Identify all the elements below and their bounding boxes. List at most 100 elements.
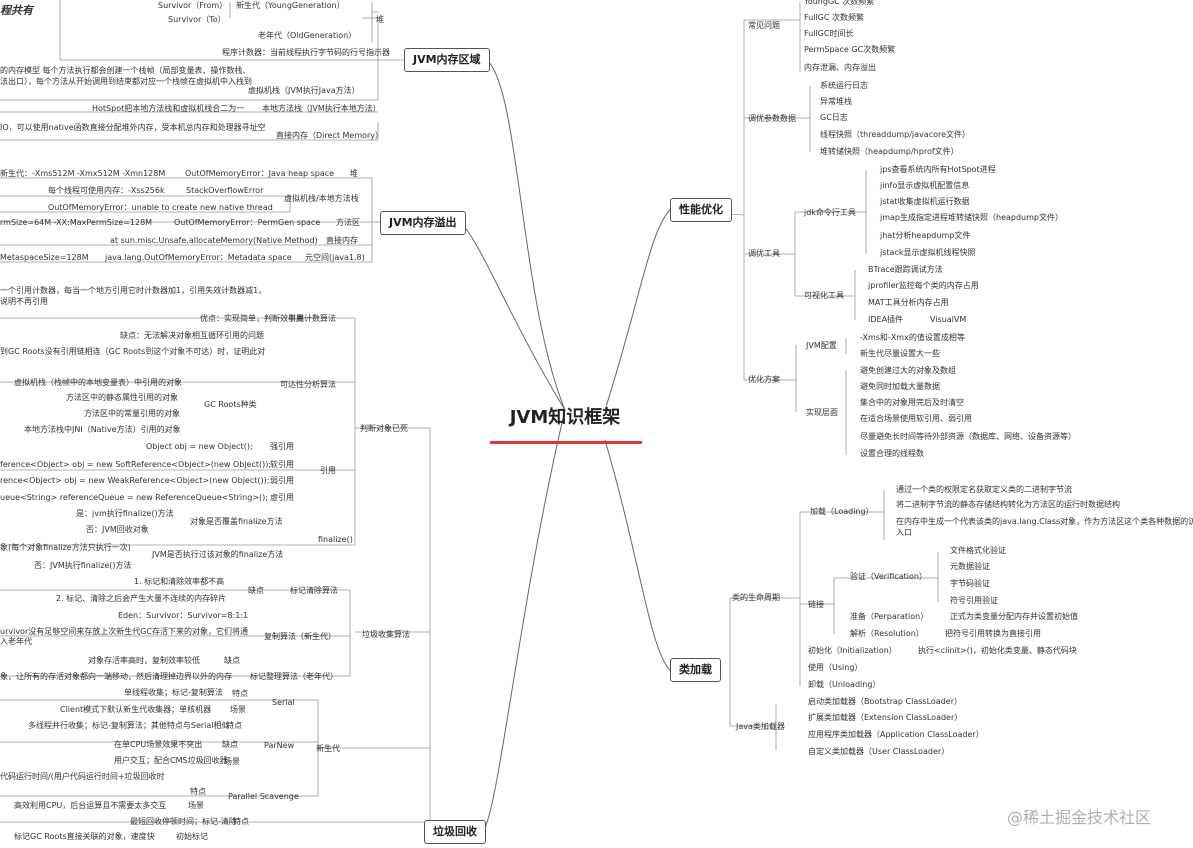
classload-node[interactable]: 初始化（Initialization） bbox=[808, 646, 897, 655]
gc-node[interactable]: 高效利用CPU，后台运算且不需要太多交互 bbox=[14, 801, 167, 810]
performance-node[interactable]: PermSpace GC次数频繁 bbox=[804, 45, 896, 54]
gc-node[interactable]: Parallel Scavenge bbox=[228, 792, 299, 801]
topic-performance[interactable]: 性能优化 bbox=[670, 198, 732, 222]
performance-node[interactable]: YoungGC 次数频繁 bbox=[804, 0, 875, 6]
classload-node[interactable]: Java类加载器 bbox=[736, 722, 785, 731]
gc-node[interactable]: 对象是否覆盖finalize方法 bbox=[190, 517, 283, 526]
gc-node[interactable]: 优点：实现简单，判断效率高 bbox=[200, 314, 304, 323]
gc-node[interactable]: 象，让所有的存活对象都向一端移动，然后清理掉边界以外的内存 bbox=[0, 672, 232, 681]
topic-classload[interactable]: 类加载 bbox=[670, 658, 721, 682]
memory-overflow-node[interactable]: java.lang.OutOfMemoryError：Metadata spac… bbox=[105, 253, 292, 262]
gc-node[interactable]: 可达性分析算法 bbox=[280, 380, 336, 389]
gc-node[interactable]: 虚拟机栈（栈帧中的本地变量表）中引用的对象 bbox=[14, 378, 182, 387]
classload-node[interactable]: 链接 bbox=[808, 600, 824, 609]
gc-node[interactable]: 入老年代 bbox=[0, 637, 32, 646]
classload-node[interactable]: 准备（Perparation） bbox=[850, 612, 929, 621]
gc-node[interactable]: 方法区中的静态属性引用的对象 bbox=[66, 393, 178, 402]
classload-node[interactable]: 应用程序类加载器（Application ClassLoader） bbox=[808, 730, 984, 739]
gc-node[interactable]: 软引用 bbox=[270, 460, 294, 469]
memory-overflow-node[interactable]: 直接内存 bbox=[326, 236, 358, 245]
classload-node[interactable]: 执行<clinit>()，初始化类变量、静态代码块 bbox=[918, 646, 1077, 655]
classload-node[interactable]: 把符号引用转换为直接引用 bbox=[945, 629, 1041, 638]
gc-node[interactable]: 对象存活率高时，复制效率较低 bbox=[88, 656, 200, 665]
performance-node[interactable]: GC日志 bbox=[820, 113, 848, 122]
gc-node[interactable]: GC Roots种类 bbox=[204, 400, 257, 409]
performance-node[interactable]: 系统运行日志 bbox=[820, 81, 868, 90]
classload-node[interactable]: 正式为类变量分配内存并设置初始值 bbox=[950, 612, 1078, 621]
performance-node[interactable]: -Xms和-Xmx的值设置成相等 bbox=[860, 333, 965, 342]
performance-node[interactable]: BTrace跟踪调试方法 bbox=[868, 265, 943, 274]
performance-node[interactable]: 避免创建过大的对象及数组 bbox=[860, 366, 956, 375]
gc-node[interactable]: Serial bbox=[272, 698, 295, 707]
classload-node[interactable]: 将二进制字节流的静态存储结构转化为方法区的运行时数据结构 bbox=[896, 500, 1120, 509]
topic-memory-area[interactable]: JVM内存区域 bbox=[404, 48, 490, 72]
gc-node[interactable]: 特点 bbox=[226, 721, 242, 730]
gc-node[interactable]: urvivor没有足够空间来存放上次新生代GC存活下来的对象，它们将通 bbox=[0, 627, 249, 636]
gc-node[interactable]: 缺点 bbox=[224, 656, 240, 665]
performance-node[interactable]: jinfo显示虚拟机配置信息 bbox=[880, 181, 970, 190]
gc-node[interactable]: 虚引用 bbox=[270, 493, 294, 502]
classload-node[interactable]: 加载（Loading） bbox=[810, 507, 874, 516]
gc-node[interactable]: Object obj = new Object(); bbox=[146, 442, 253, 451]
gc-node[interactable]: 引用 bbox=[320, 466, 336, 475]
classload-node[interactable]: 启动类加载器（Bootstrap ClassLoader） bbox=[808, 697, 962, 706]
memory-area-node[interactable]: HotSpot把本地方法栈和虚拟机栈合二为一 bbox=[92, 104, 245, 113]
gc-node[interactable]: JVM是否执行过该对象的finalize方法 bbox=[152, 550, 284, 559]
gc-node[interactable]: rence<Object> obj = new WeakReference<Ob… bbox=[0, 476, 270, 485]
memory-overflow-node[interactable]: 元空间(java1.8) bbox=[305, 253, 365, 262]
classload-node[interactable]: 自定义类加载器（User ClassLoader） bbox=[808, 747, 950, 756]
performance-node[interactable]: jhat分析heapdump文件 bbox=[880, 231, 971, 240]
classload-node[interactable]: 类的生命周期 bbox=[732, 593, 780, 602]
memory-area-node[interactable]: 直接内存（Direct Memory） bbox=[276, 131, 384, 140]
memory-area-node[interactable]: 本地方法栈（JVM执行本地方法） bbox=[262, 104, 381, 113]
classload-node[interactable]: 卸载（Unloading） bbox=[808, 680, 881, 689]
classload-node[interactable]: 验证（Verification） bbox=[850, 572, 927, 581]
performance-node[interactable]: jprofiler监控每个类的内存占用 bbox=[868, 281, 979, 290]
performance-node[interactable]: 常见问题 bbox=[748, 21, 780, 30]
performance-node[interactable]: 异常堆栈 bbox=[820, 97, 852, 106]
memory-area-node[interactable]: IO，可以使用native函数直接分配堆外内存，受本机总内存和处理器寻址空 bbox=[0, 123, 266, 132]
gc-node[interactable]: ference<Object> obj = new SoftReference<… bbox=[0, 460, 272, 469]
classload-node[interactable]: 通过一个类的权限定名获取定义类的二进制字节流 bbox=[896, 485, 1072, 494]
topic-gc[interactable]: 垃圾回收 bbox=[424, 820, 486, 844]
performance-node[interactable]: VisualVM bbox=[930, 315, 967, 324]
gc-node[interactable]: 新生代 bbox=[316, 744, 340, 753]
performance-node[interactable]: 堆转储快照（heapdump/hprof文件） bbox=[820, 147, 959, 156]
gc-node[interactable]: 引用计数算法 bbox=[288, 314, 336, 323]
memory-overflow-node[interactable]: OutOfMemoryError：PermGen space bbox=[174, 218, 321, 227]
gc-node[interactable]: finalize() bbox=[318, 535, 353, 544]
gc-node[interactable]: 垃圾收集算法 bbox=[362, 630, 410, 639]
performance-node[interactable]: 调优工具 bbox=[748, 249, 780, 258]
gc-node[interactable]: 弱引用 bbox=[270, 476, 294, 485]
gc-node[interactable]: Eden：Survivor：Survivor=8:1:1 bbox=[118, 611, 249, 620]
gc-node[interactable]: 场景 bbox=[188, 801, 204, 810]
gc-node[interactable]: 场景 bbox=[230, 705, 246, 714]
classload-node[interactable]: 字节码验证 bbox=[950, 579, 990, 588]
gc-node[interactable]: 初始标记 bbox=[176, 832, 208, 841]
performance-node[interactable]: 线程快照（threaddump/javacore文件） bbox=[820, 130, 971, 139]
performance-node[interactable]: jps查看系统内所有HotSpot进程 bbox=[880, 165, 996, 174]
performance-node[interactable]: jdk命令行工具 bbox=[804, 208, 856, 217]
gc-node[interactable]: 否：JVM回收对象 bbox=[86, 525, 149, 534]
gc-node[interactable]: 标记清除算法 bbox=[290, 586, 338, 595]
memory-overflow-node[interactable]: rmSize=64M -XX:MaxPermSize=128M bbox=[0, 218, 153, 227]
performance-node[interactable]: jstat收集虚拟机运行数据 bbox=[880, 197, 970, 206]
classload-node[interactable]: 在内存中生成一个代表该类的java.lang.Class对象，作为方法区这个类各… bbox=[896, 517, 1193, 526]
memory-overflow-node[interactable]: OutOfMemoryError：unable to create new na… bbox=[48, 203, 273, 212]
classload-node[interactable]: 解析（Resolution） bbox=[850, 629, 924, 638]
gc-node[interactable]: ueue<String> referenceQueue = new Refere… bbox=[0, 493, 268, 502]
gc-node[interactable]: 缺点 bbox=[222, 740, 238, 749]
memory-overflow-node[interactable]: 新生代：-Xms512M -Xmx512M -Xmn128M bbox=[0, 169, 166, 178]
gc-node[interactable]: Client模式下默认新生代收集器；单核机器 bbox=[60, 705, 212, 714]
gc-node[interactable]: 1. 标记和清除效率都不高 bbox=[134, 577, 225, 586]
gc-node[interactable]: 最短回收停顿时间；标记-清除 bbox=[130, 817, 237, 826]
performance-node[interactable]: jstack显示虚拟机线程快照 bbox=[880, 248, 976, 257]
performance-node[interactable]: 实现层面 bbox=[806, 408, 838, 417]
classload-node[interactable]: 符号引用验证 bbox=[950, 596, 998, 605]
gc-node[interactable]: 特点 bbox=[233, 817, 249, 826]
gc-node[interactable]: 方法区中的常量引用的对象 bbox=[84, 409, 180, 418]
gc-node[interactable]: 在单CPU场景效果不突出 bbox=[114, 740, 203, 749]
memory-area-node[interactable]: 程序计数器：当前线程执行字节码的行号指示器 bbox=[222, 48, 390, 57]
classload-node[interactable]: 入口 bbox=[896, 528, 912, 537]
performance-node[interactable]: FullGC时间长 bbox=[804, 29, 854, 38]
